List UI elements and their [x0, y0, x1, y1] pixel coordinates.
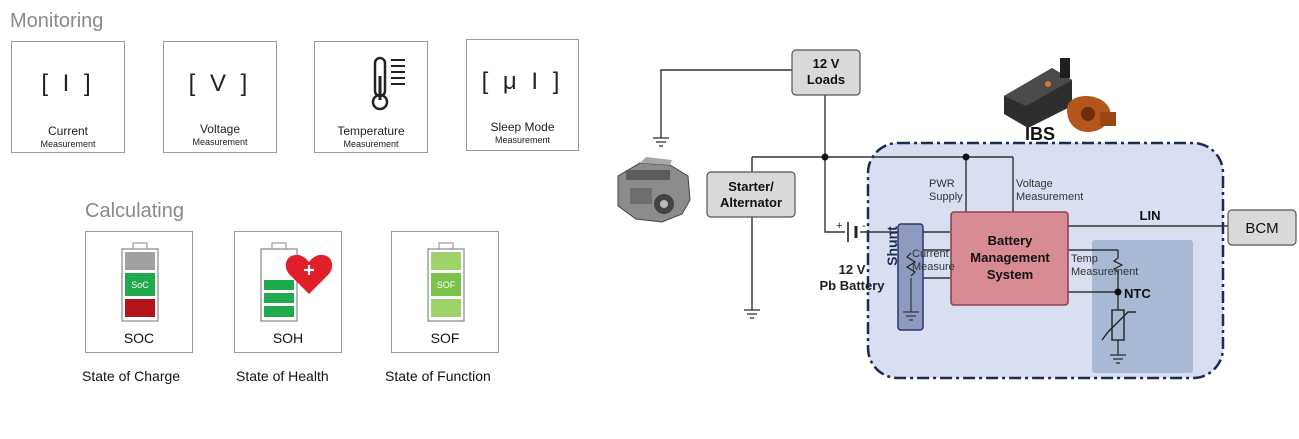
shunt-label: Shunt	[884, 226, 900, 266]
soc-battery-text: SoC	[131, 280, 149, 290]
battery-symbol-icon	[847, 222, 858, 242]
soc-card: SoC SOC	[85, 231, 193, 353]
bms-label-line1: Battery	[988, 233, 1034, 248]
bms-label-line2: Management	[970, 250, 1050, 265]
shunt-resistor-icon	[905, 252, 917, 277]
temp-measurement-line1: Temp	[1071, 253, 1098, 265]
bms-box	[950, 211, 1069, 306]
sof-card: SOF SOF	[391, 231, 499, 353]
calculating-title: Calculating	[85, 200, 184, 222]
starter-label-line1: Starter/	[728, 179, 774, 194]
current-measure-line2: Measure	[912, 261, 955, 273]
soh-card: SOH	[234, 231, 342, 353]
temperature-sublabel: Measurement	[343, 139, 399, 149]
starter-label-line2: Alternator	[720, 195, 782, 210]
temperature-label: Temperature	[337, 124, 405, 138]
soc-label: State of Charge	[82, 368, 181, 384]
current-measure-line1: Current	[912, 248, 949, 260]
pwr-supply-line2: Supply	[929, 191, 963, 203]
voltage-label: Voltage	[199, 122, 241, 136]
temp-resistor-icon	[1112, 257, 1124, 273]
sleep-mode-label: Sleep Mode	[490, 120, 555, 134]
loads-label-line2: Loads	[807, 72, 845, 87]
lin-label: LIN	[1140, 208, 1161, 223]
current-measurement-card: [ I ] Current Measurement	[11, 41, 125, 153]
bcm-box	[1227, 209, 1297, 246]
voltage-measurement-card: [ V ] Voltage Measurement	[163, 41, 277, 153]
temperature-measurement-card: Temperature Measurement	[314, 41, 428, 153]
battery-function-icon: SOF	[427, 242, 465, 322]
sleep-mode-sublabel: Measurement	[494, 135, 551, 145]
battery-label-line2: Pb Battery	[819, 278, 885, 293]
sof-abbr: SOF	[430, 330, 460, 346]
engine-icon	[617, 157, 691, 223]
ground-icon	[653, 137, 1126, 364]
battery-health-icon	[260, 242, 333, 322]
current-sublabel: Measurement	[40, 139, 96, 149]
battery-charge-icon: SoC	[121, 242, 159, 322]
voltage-measurement-line1: Voltage	[1016, 178, 1053, 190]
battery-plus: +	[836, 220, 842, 232]
sof-label: State of Function	[385, 368, 491, 384]
ibs-label: IBS	[1025, 124, 1055, 144]
shunt	[897, 223, 924, 331]
ntc-thermistor-icon	[1111, 309, 1125, 341]
sleep-mode-measurement-card: [ μ I ] Sleep Mode Measurement	[466, 39, 579, 151]
loads-box	[791, 49, 861, 96]
ntc-label: NTC	[1124, 286, 1151, 301]
current-symbol: [ I ]	[41, 70, 95, 97]
starter-alternator-box	[706, 171, 796, 218]
ibs-sensor-icon	[1004, 58, 1116, 132]
pwr-supply-line1: PWR	[929, 178, 955, 190]
bms-label-line3: System	[987, 267, 1033, 282]
sleep-mode-symbol: [ μ I ]	[481, 68, 564, 95]
thermometer-icon	[371, 56, 405, 111]
soh-abbr: SOH	[272, 330, 304, 346]
monitoring-title: Monitoring	[10, 10, 104, 32]
voltage-measurement-line2: Measurement	[1016, 191, 1083, 203]
temp-measurement-line2: Measurement	[1071, 266, 1138, 278]
bcm-label: BCM	[1245, 220, 1278, 237]
loads-label-line1: 12 V	[813, 56, 840, 71]
current-label: Current	[47, 124, 88, 138]
battery-minus: -	[862, 220, 866, 232]
voltage-sublabel: Measurement	[192, 137, 248, 147]
soc-abbr: SOC	[123, 330, 155, 346]
ntc-panel	[1092, 240, 1193, 373]
soh-label: State of Health	[236, 368, 329, 384]
sof-battery-text: SOF	[437, 280, 456, 290]
battery-label-line1: 12 V	[839, 262, 866, 277]
voltage-symbol: [ V ]	[188, 70, 252, 97]
